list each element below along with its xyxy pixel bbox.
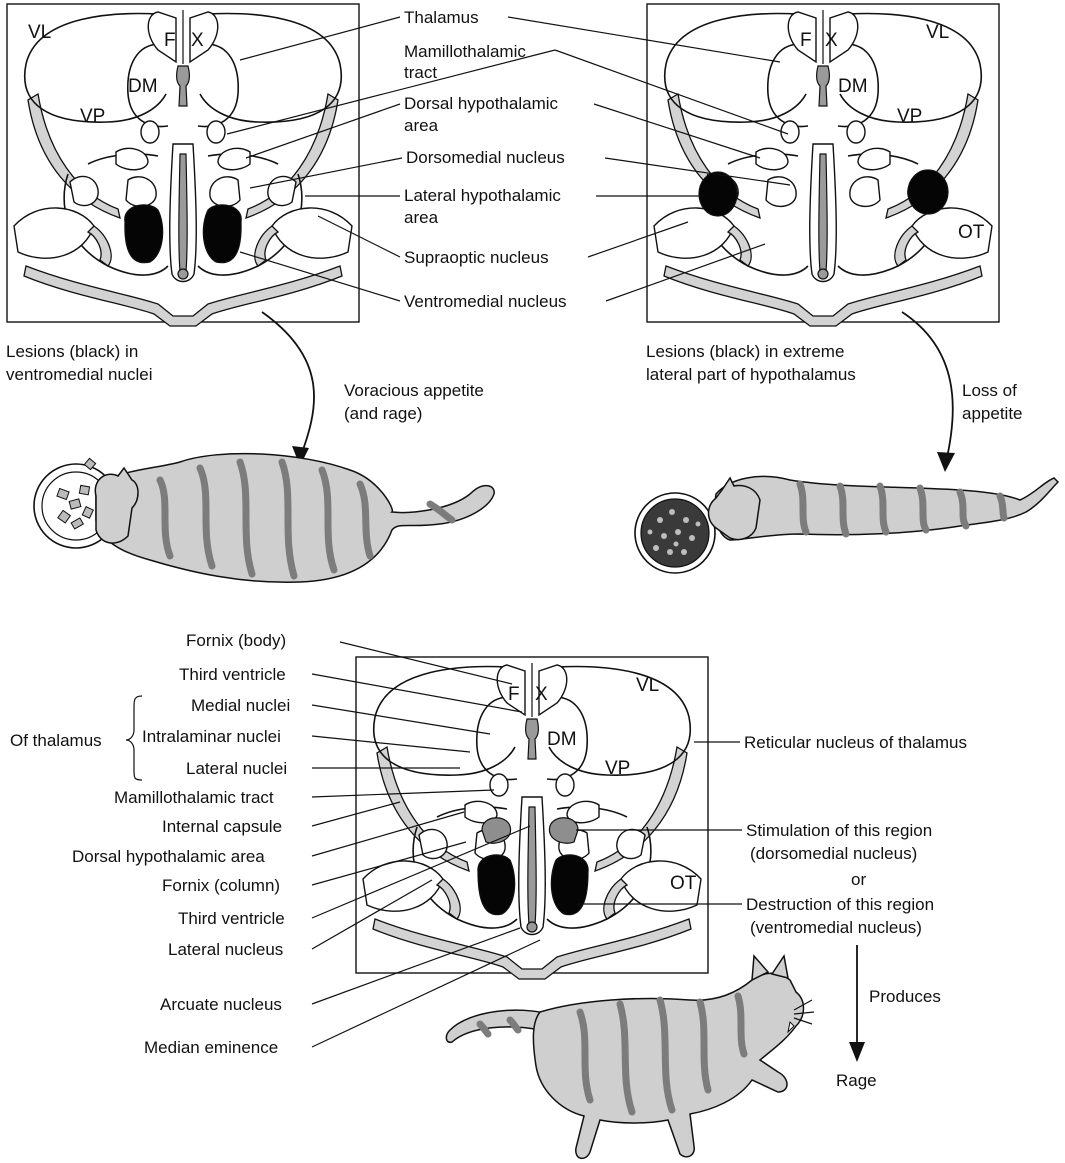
fat-cat-illustration [34,454,494,583]
left-caption-1: Lesions (black) in [6,342,138,361]
label-medial-nuclei: Medial nuclei [191,696,290,715]
abbr-fornix-x-bottom: X [535,684,548,705]
label-mamillothalamic-1: Mamillothalamic [404,42,526,61]
abbr-vp-right: VP [897,106,922,127]
abbr-vl-bottom: VL [636,675,659,696]
label-lateral-hypothalamic-1: Lateral hypothalamic [404,186,561,205]
left-effect-1: Voracious appetite [344,381,484,400]
lateral-lesion-right [908,170,948,214]
ventromedial-destruction-left [478,855,515,915]
label-produces: Produces [869,987,941,1006]
label-dorsal-hypothalamic-1: Dorsal hypothalamic [404,94,559,113]
abbr-dm-right: DM [838,76,868,97]
label-destruction-1: Destruction of this region [746,895,934,914]
ventromedial-destruction-right [551,855,588,915]
label-dorsal-hypothalamic-2: area [404,116,439,135]
thalamus-brace [126,696,142,780]
label-or: or [851,870,866,889]
label-internal-capsule: Internal capsule [162,817,282,836]
label-median-eminence: Median eminence [144,1038,278,1057]
label-supraoptic-nucleus: Supraoptic nucleus [404,248,549,267]
abbr-vl-left: VL [28,22,51,43]
right-caption-2: lateral part of hypothalamus [646,365,856,384]
abbr-dm-bottom: DM [547,729,577,750]
rage-cat-illustration [446,956,814,1158]
abbr-fornix-x-left: X [191,30,204,51]
abbr-ot-bottom: OT [670,873,697,894]
label-third-ventricle-bottom: Third ventricle [178,909,285,928]
left-brain-section [7,4,359,326]
ventromedial-lesion-left [125,205,163,263]
label-mamillothalamic-2: tract [404,63,437,82]
right-arrow-head [937,452,955,472]
abbr-fornix-f-right: F [800,30,812,51]
label-third-ventricle-top: Third ventricle [179,665,286,684]
abbr-vp-left: VP [80,106,105,127]
label-reticular-nucleus: Reticular nucleus of thalamus [744,733,967,752]
label-ventromedial-nucleus: Ventromedial nucleus [404,292,567,311]
dorsomedial-stimulation-left [482,818,511,843]
fat-cat-body [96,454,494,583]
left-effect-2: (and rage) [344,404,422,423]
label-thalamus: Thalamus [404,8,479,27]
thin-cat-illustration [635,476,1058,573]
right-effect-1: Loss of [962,381,1017,400]
label-fornix-column: Fornix (column) [162,876,280,895]
right-curved-arrow [902,312,953,462]
label-dorsomedial-nucleus: Dorsomedial nucleus [406,148,565,167]
left-caption-2: ventromedial nuclei [6,365,152,384]
right-brain-section [647,4,999,326]
abbr-fornix-f-bottom: F [508,684,520,705]
label-lateral-nucleus: Lateral nucleus [168,940,283,959]
label-rage: Rage [836,1071,877,1090]
label-stimulation-2: (dorsomedial nucleus) [750,844,917,863]
abbr-dm-left: DM [128,76,158,97]
label-of-thalamus: Of thalamus [10,731,102,750]
ventromedial-lesion-right [203,205,241,263]
label-intralaminar-nuclei: Intralaminar nuclei [142,727,281,746]
label-dorsal-hypothalamic-area: Dorsal hypothalamic area [72,847,265,866]
label-fornix-body: Fornix (body) [186,631,286,650]
produces-arrow-head [849,1042,865,1062]
abbr-vp-bottom: VP [605,758,630,779]
label-destruction-2: (ventromedial nucleus) [750,918,922,937]
abbr-fornix-f-left: F [164,30,176,51]
label-arcuate-nucleus: Arcuate nucleus [160,995,282,1014]
label-mamillothalamic-tract: Mamillothalamic tract [114,788,274,807]
dorsomedial-stimulation-right [549,818,578,843]
abbr-vl-right: VL [926,22,949,43]
abbr-ot-right: OT [958,222,985,243]
right-caption-1: Lesions (black) in extreme [646,342,844,361]
lateral-lesion-left [699,172,737,216]
label-lateral-hypothalamic-2: area [404,208,439,227]
label-lateral-nuclei: Lateral nuclei [186,759,287,778]
bottom-brain-section [356,657,708,979]
right-effect-2: appetite [962,404,1023,423]
left-curved-arrow [262,312,314,458]
label-stimulation-1: Stimulation of this region [746,821,932,840]
abbr-fornix-x-right: X [825,30,838,51]
